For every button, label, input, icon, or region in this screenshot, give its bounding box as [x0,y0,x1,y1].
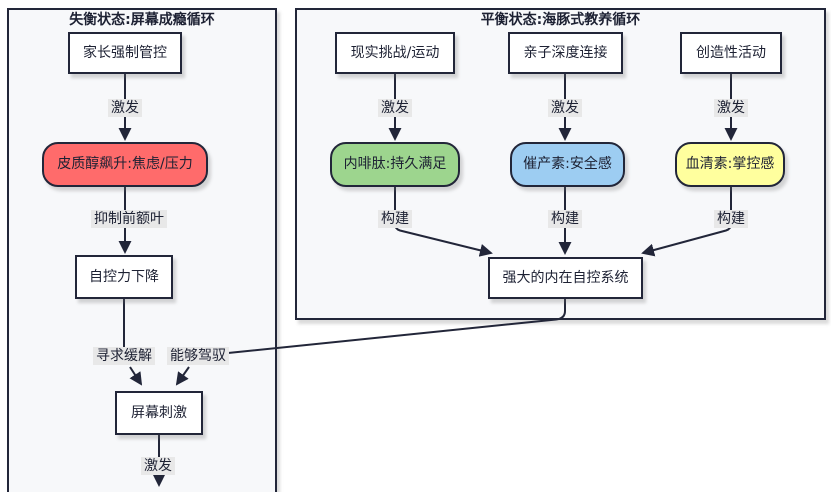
edge-label-trigger-top: 激发 [108,99,142,117]
node-oxytocin: 催产素:安全感 [510,142,625,187]
node-parent-control: 家长强制管控 [68,32,182,74]
node-serotonin: 血清素:掌控感 [675,142,785,187]
node-inner-system: 强大的内在自控系统 [488,257,643,299]
edge-label-can-master: 能够驾驭 [167,347,229,365]
edge-label-build1: 构建 [378,210,412,228]
edge-label-inhibit-prefrontal: 抑制前额叶 [91,210,167,228]
edge-label-build2: 构建 [548,210,582,228]
edge-label-build3: 构建 [714,210,748,228]
panel-balanced-title: 平衡状态:海豚式教养循环 [480,12,641,28]
node-real-challenge: 现实挑战/运动 [335,32,455,74]
node-creative-activity: 创造性活动 [680,32,782,74]
node-screen-stimulus: 屏幕刺激 [115,391,203,435]
edge-label-trigger1: 激发 [378,99,412,117]
node-self-control-drop: 自控力下降 [75,255,173,299]
node-deep-connection: 亲子深度连接 [508,32,623,74]
edge-label-seek-relief: 寻求缓解 [93,347,155,365]
node-endorphin: 内啡肽:持久满足 [330,142,460,187]
edge-label-trigger3: 激发 [714,99,748,117]
node-cortisol: 皮质醇飙升:焦虑/压力 [42,142,208,187]
edge-label-trigger2: 激发 [548,99,582,117]
panel-imbalanced-title: 失衡状态:屏幕成瘾循环 [69,12,215,28]
edge-label-trigger-bottom: 激发 [141,457,175,475]
